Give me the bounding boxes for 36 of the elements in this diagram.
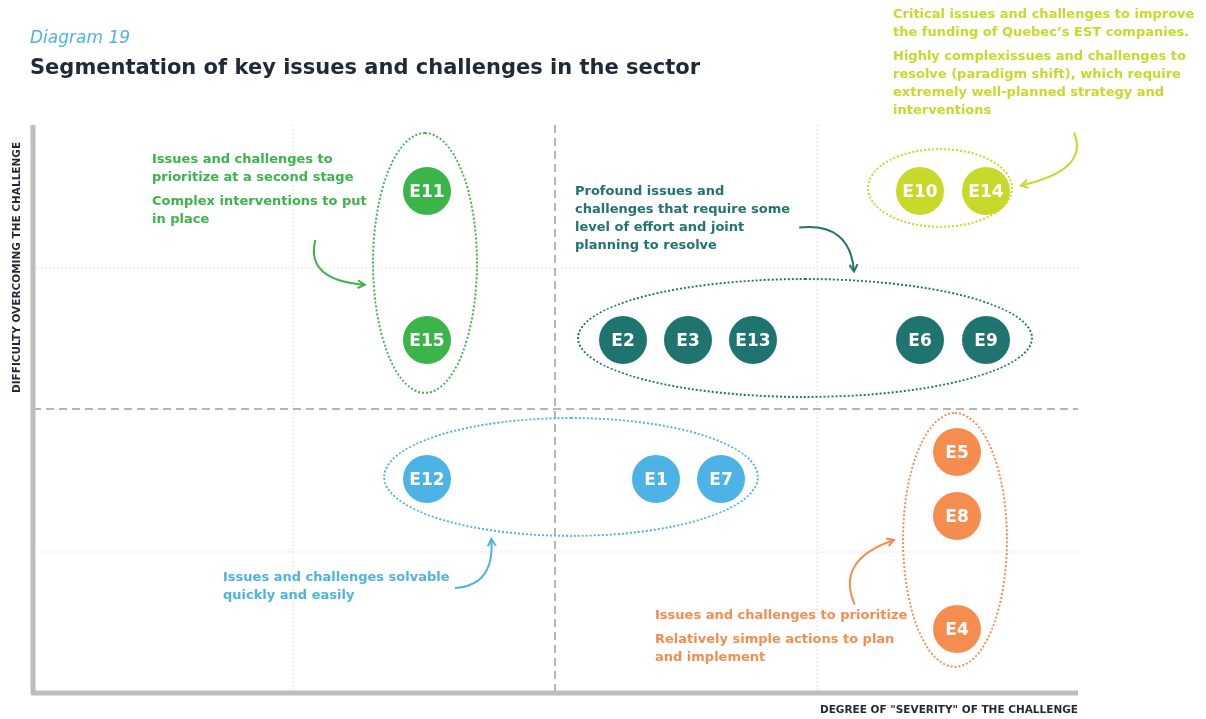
- issue-circle: E2: [599, 316, 647, 364]
- curved-arrow: [848, 537, 895, 606]
- issue-circle: E4: [933, 605, 981, 653]
- curved-arrow: [798, 226, 859, 273]
- issue-circle: E12: [403, 455, 451, 503]
- issue-circle: E8: [933, 492, 981, 540]
- axis-label: DEGREE OF "SEVERITY" OF THE CHALLENGE: [819, 703, 1078, 715]
- curved-arrow: [454, 538, 497, 589]
- issue-circle: E5: [933, 428, 981, 476]
- diagram-title: Segmentation of key issues and challenges in the sector: [30, 55, 701, 79]
- callout-text: Issues and challenges solvable quickly and easily: [223, 568, 451, 604]
- issue-circle: E10: [896, 167, 944, 215]
- issue-circle: E15: [403, 316, 451, 364]
- issue-circle: E9: [962, 316, 1010, 364]
- diagram-number: Diagram 19: [30, 27, 131, 47]
- issue-circle: E7: [697, 455, 745, 503]
- callout-text: Relatively simple actions to plan and implement: [655, 630, 896, 666]
- callout-text: Complex interventions to put in place: [152, 192, 367, 228]
- dotted-ellipse: [577, 278, 1033, 398]
- issue-circle: E6: [896, 316, 944, 364]
- dotted-ellipse: [383, 417, 759, 537]
- issue-circle: E3: [664, 316, 712, 364]
- callout-text: Profound issues and challenges that require some level of effort and joint planning to resolve: [575, 182, 792, 254]
- issue-circle: E1: [632, 455, 680, 503]
- issue-circle: E11: [403, 167, 451, 215]
- issue-circle: E14: [962, 167, 1010, 215]
- axis-label: DIFFICULTY OVERCOMING THE CHALLENGE: [10, 140, 22, 396]
- callout-text: Critical issues and challenges to improve the funding of Quebec’s EST companies.: [893, 5, 1196, 41]
- callout-text: Issues and challenges to prioritize: [655, 606, 909, 624]
- issue-circle: E13: [729, 316, 777, 364]
- callout-text: Issues and challenges to prioritize at a second stage: [152, 150, 355, 186]
- curved-arrow: [312, 239, 366, 289]
- dotted-ellipse: [867, 148, 1013, 228]
- curved-arrow: [1019, 131, 1078, 189]
- callout-text: Highly complexissues and challenges to resolve (paradigm shift), which require extremely well-planned strategy and interventions: [893, 47, 1187, 119]
- dotted-ellipse: [372, 132, 478, 394]
